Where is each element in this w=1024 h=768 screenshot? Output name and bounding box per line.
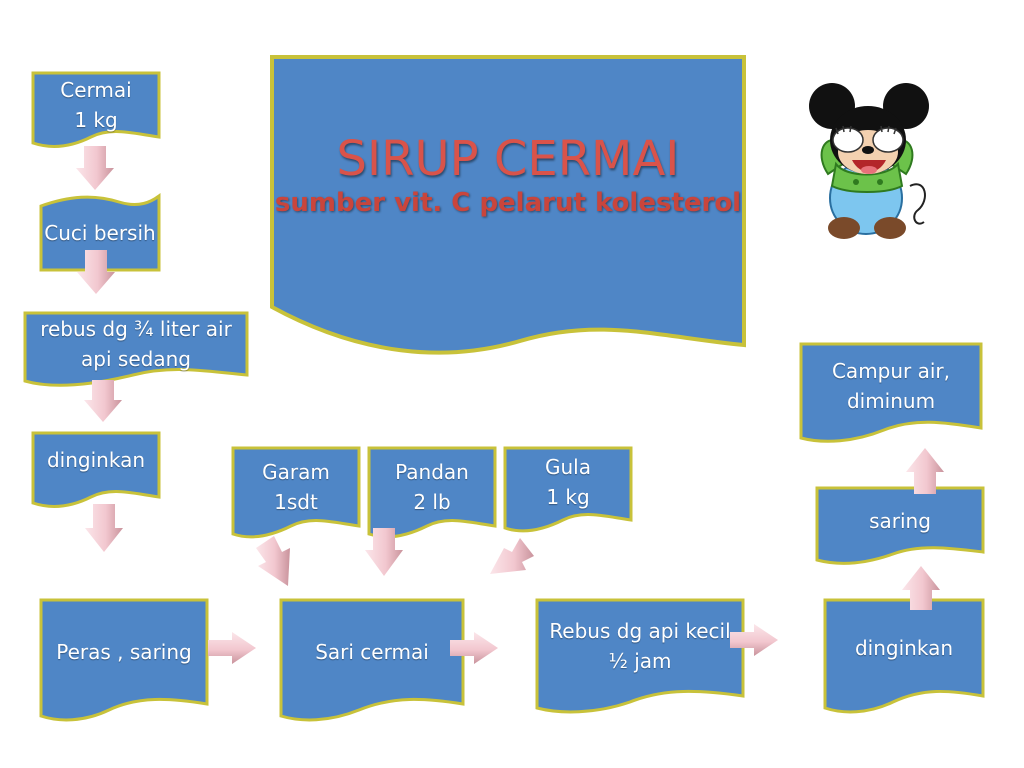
arrow-right-icon (730, 624, 778, 656)
step-line: dinginkan (46, 448, 146, 472)
step-line: 1 kg (74, 108, 118, 132)
arrow-right-icon (450, 632, 498, 664)
arrow-down-icon (77, 250, 115, 294)
arrow-up-icon (906, 448, 944, 494)
arrow-right-icon (208, 632, 256, 664)
ingredient-line: Garam (262, 460, 330, 484)
ingredient-shape (503, 446, 633, 533)
step-line: saring (869, 509, 931, 533)
step-cuci-bersih: Cuci bersih (39, 192, 161, 274)
title-banner-shape (270, 55, 746, 355)
page-subtitle: sumber vit. C pelarut kolesterol (274, 188, 742, 218)
step-shape (815, 486, 985, 565)
step-shape (23, 311, 249, 387)
ingredient-line: 1sdt (274, 490, 318, 514)
step-line: Rebus dg api kecil (549, 619, 731, 643)
ingredient-garam: Garam 1sdt (231, 446, 361, 542)
arrow-down-left-icon (490, 538, 534, 574)
arrow-down-right-icon (256, 536, 290, 586)
step-line: diminum (846, 389, 936, 413)
step-shape (31, 431, 161, 508)
step-shape (799, 342, 983, 443)
arrow-down-icon (84, 380, 122, 422)
step-line: Sari cermai (315, 640, 429, 664)
arrow-down-icon (365, 528, 403, 576)
ingredient-line: 2 lb (413, 490, 451, 514)
ingredient-line: Pandan (395, 460, 469, 484)
step-saring: saring (815, 486, 985, 568)
step-line: Cuci bersih (44, 221, 156, 245)
page-title: SIRUP CERMAI (336, 131, 680, 187)
step-dinginkan-2: dinginkan (823, 598, 985, 718)
step-shape (823, 598, 985, 714)
step-line: ½ jam (608, 649, 672, 673)
ingredient-line: Gula (545, 455, 591, 479)
step-line: Campur air, (831, 359, 951, 383)
ingredient-pandan: Pandan 2 lb (367, 446, 497, 542)
step-peras-saring: Peras , saring (39, 598, 209, 726)
ingredient-line: 1 kg (546, 485, 590, 509)
step-cermai: Cermai 1 kg (31, 71, 161, 151)
title-banner: SIRUP CERMAI sumber vit. C pelarut koles… (270, 55, 746, 365)
step-line: Peras , saring (56, 640, 192, 664)
step-shape (279, 598, 465, 722)
step-line: rebus dg ¾ liter air (40, 317, 232, 341)
step-sari-cermai: Sari cermai (279, 598, 465, 726)
arrow-down-icon (76, 146, 114, 190)
step-shape (31, 71, 161, 148)
step-campur-air: Campur air, diminum (799, 342, 983, 446)
step-shape (535, 598, 745, 714)
step-rebus-api-kecil: Rebus dg api kecil ½ jam (535, 598, 745, 718)
ingredient-shape (231, 446, 361, 539)
ingredient-gula: Gula 1 kg (503, 446, 633, 536)
step-line: Cermai (60, 78, 132, 102)
step-line: dinginkan (854, 636, 954, 660)
step-shape (39, 193, 161, 272)
step-rebus: rebus dg ¾ liter air api sedang (23, 311, 249, 391)
arrow-up-icon (902, 566, 940, 610)
cartoon-mouse-icon (809, 83, 929, 239)
arrow-down-icon (85, 504, 123, 552)
step-shape (39, 598, 209, 722)
step-line: api sedang (81, 347, 191, 371)
step-dinginkan-1: dinginkan (31, 431, 161, 511)
